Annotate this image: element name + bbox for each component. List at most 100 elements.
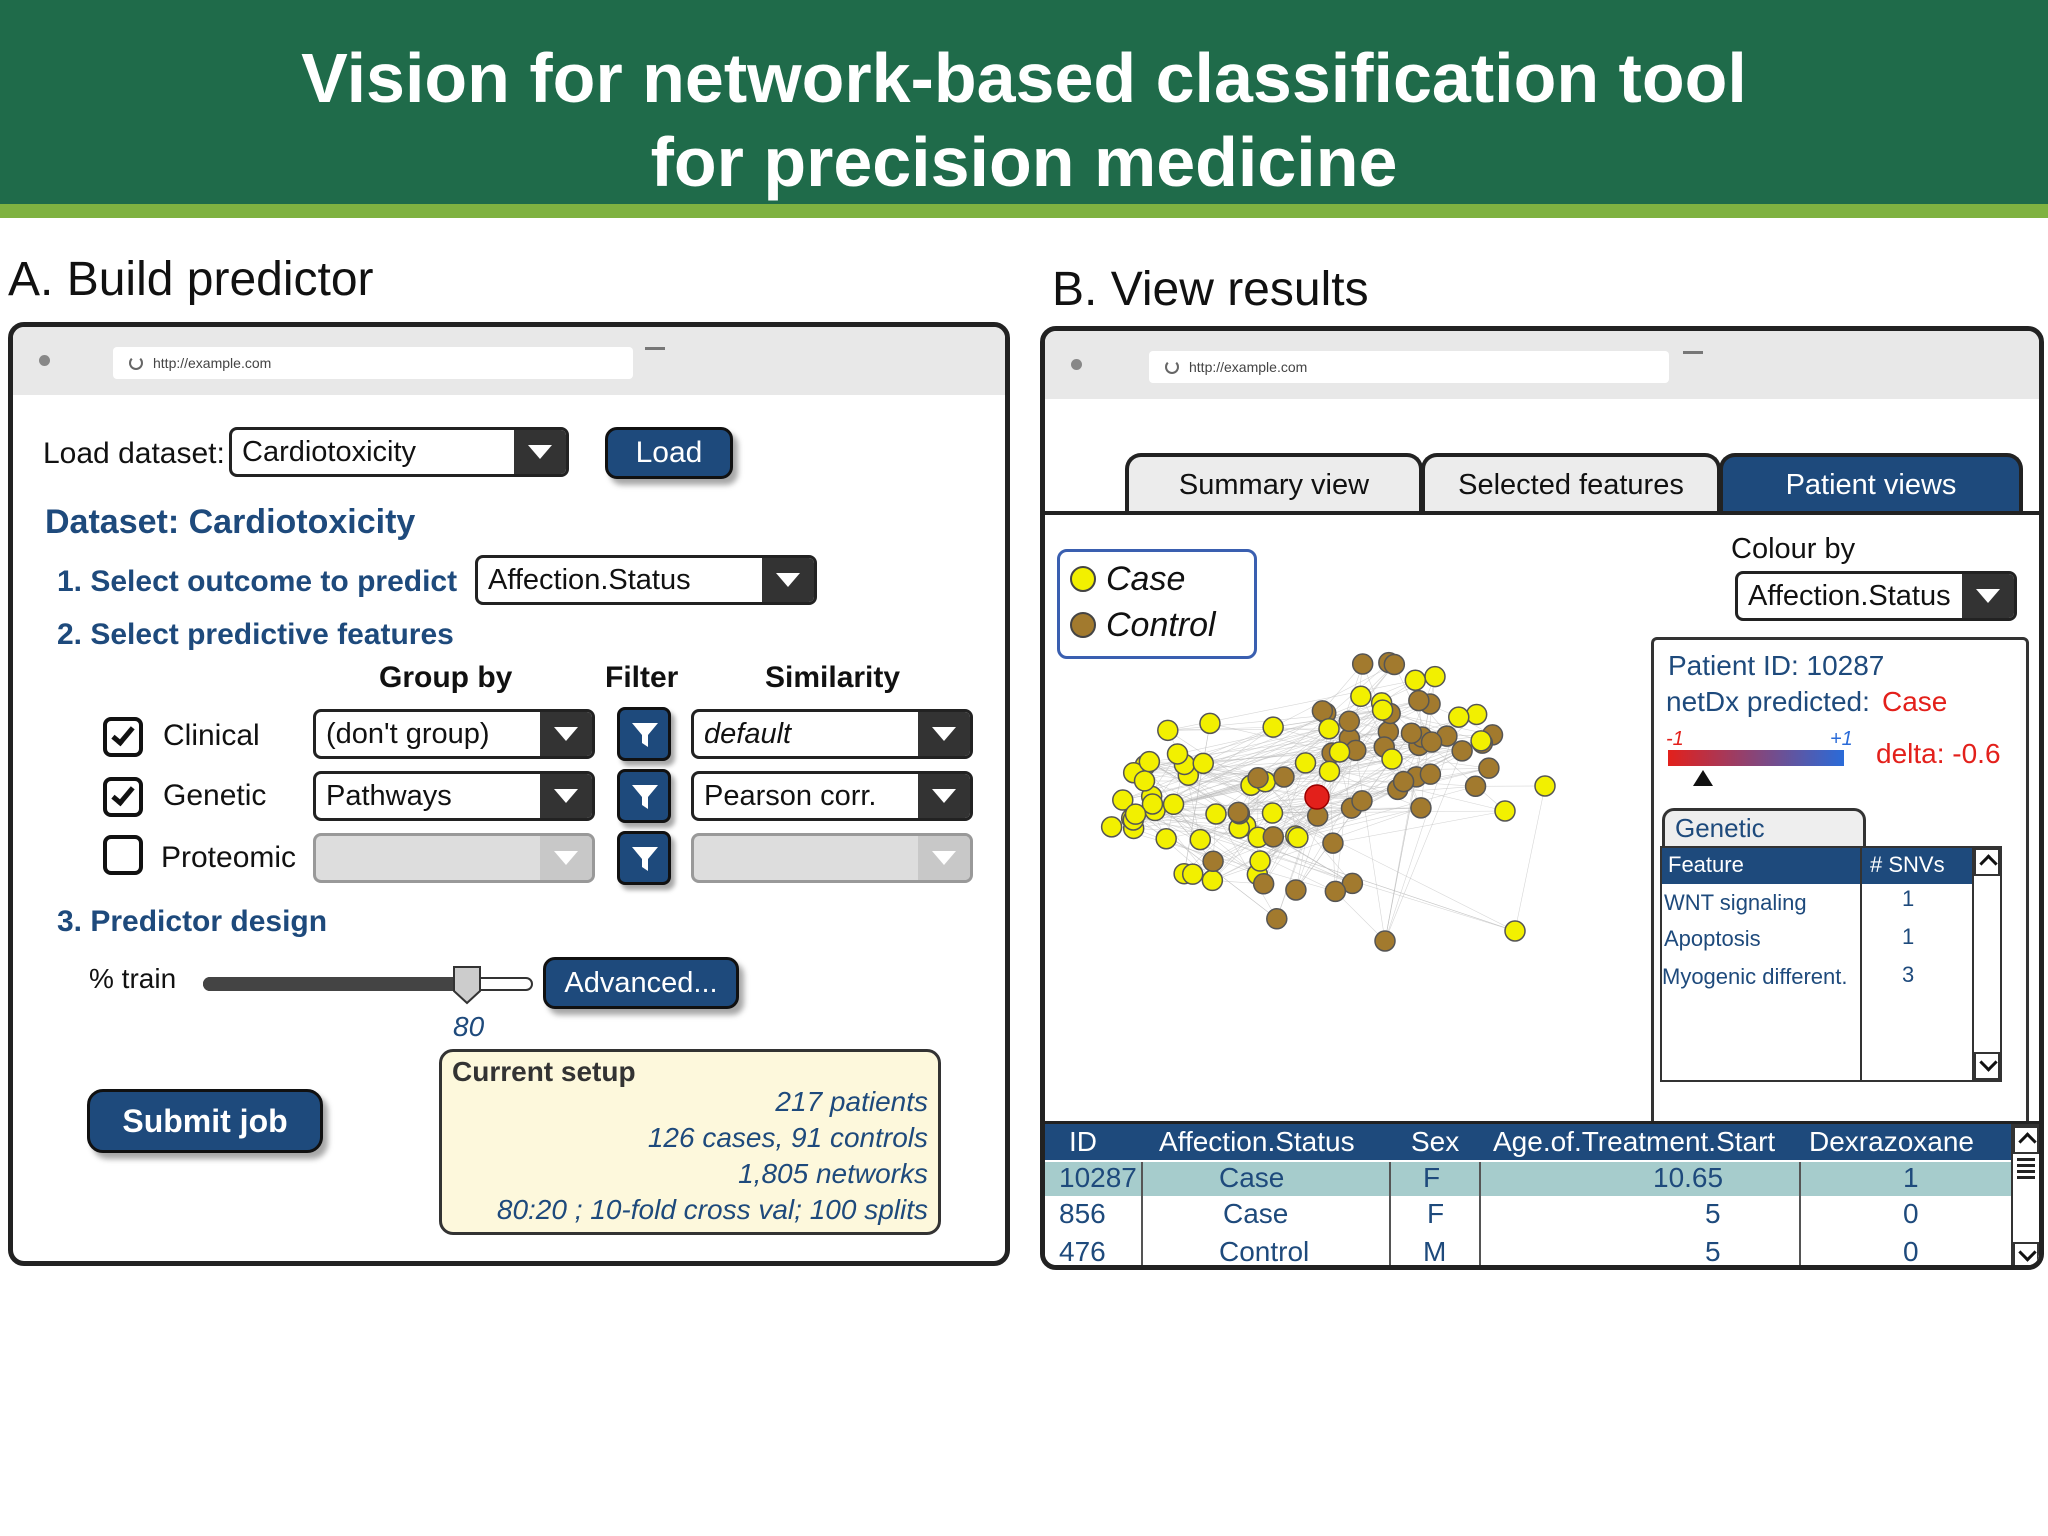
case-node[interactable] (1381, 748, 1403, 770)
control-node[interactable] (1324, 880, 1347, 903)
genetic-scrollbar[interactable] (1972, 846, 2002, 1082)
case-node[interactable] (1141, 793, 1164, 815)
genetic-similarity-select[interactable]: Pearson corr. (691, 771, 973, 821)
clinical-filter-button[interactable] (617, 707, 671, 761)
case-node[interactable] (1328, 741, 1351, 763)
patient-network[interactable] (1085, 611, 1615, 981)
dataset-select[interactable]: Cardiotoxicity (229, 427, 569, 477)
genetic-tab[interactable]: Genetic (1662, 808, 1866, 848)
case-node[interactable] (1192, 752, 1215, 775)
url-bar[interactable]: http://example.com (1149, 351, 1669, 383)
clinical-group-select[interactable]: (don't group) (313, 709, 595, 759)
url-bar[interactable]: http://example.com (113, 347, 633, 379)
case-node[interactable] (1166, 743, 1189, 765)
case-node[interactable] (1404, 669, 1427, 691)
case-node[interactable] (1424, 665, 1446, 688)
case-node[interactable] (1133, 770, 1156, 792)
control-node[interactable] (1419, 763, 1442, 785)
case-node[interactable] (1100, 816, 1123, 838)
case-node[interactable] (1465, 703, 1488, 726)
control-node[interactable] (1464, 775, 1487, 798)
case-node[interactable] (1189, 828, 1212, 851)
case-node[interactable] (1318, 760, 1341, 783)
genetic-filter-button[interactable] (617, 769, 671, 823)
control-node[interactable] (1322, 832, 1344, 854)
control-node[interactable] (1351, 653, 1374, 675)
tab-patient-views[interactable]: Patient views (1719, 453, 2023, 513)
control-node[interactable] (1383, 653, 1406, 676)
outcome-select[interactable]: Affection.Status (475, 555, 817, 605)
clinical-checkbox[interactable] (103, 717, 143, 757)
case-node[interactable] (1157, 719, 1179, 742)
control-node[interactable] (1392, 770, 1415, 793)
proteomic-group-select[interactable] (313, 833, 595, 883)
case-node[interactable] (1112, 789, 1134, 811)
proteomic-checkbox[interactable] (103, 835, 143, 875)
minimize-icon[interactable] (645, 347, 665, 350)
reload-icon[interactable] (129, 356, 143, 370)
case-node[interactable] (1534, 775, 1556, 797)
case-node[interactable] (1201, 869, 1224, 892)
control-node[interactable] (1410, 797, 1432, 819)
case-node[interactable] (1199, 712, 1221, 735)
control-node[interactable] (1273, 766, 1295, 788)
slide-title-line2: for precision medicine (650, 123, 1398, 201)
control-node[interactable] (1247, 767, 1269, 789)
genetic-checkbox[interactable] (103, 777, 143, 817)
case-node[interactable] (1350, 685, 1372, 708)
control-node[interactable] (1227, 801, 1250, 824)
minimize-icon[interactable] (1683, 351, 1703, 354)
case-node[interactable] (1494, 800, 1516, 822)
case-node[interactable] (1371, 699, 1394, 721)
case-node[interactable] (1294, 752, 1317, 774)
scroll-down-icon[interactable] (1974, 1052, 2000, 1080)
control-node[interactable] (1262, 826, 1285, 848)
case-node[interactable] (1470, 730, 1492, 752)
tab-summary-view[interactable]: Summary view (1125, 453, 1423, 513)
train-slider[interactable] (203, 966, 533, 1005)
submit-job-button[interactable]: Submit job (87, 1089, 323, 1153)
case-node[interactable] (1287, 826, 1309, 849)
control-node[interactable] (1285, 879, 1307, 901)
load-button[interactable]: Load (605, 427, 733, 479)
reload-icon[interactable] (1165, 360, 1179, 374)
scroll-thumb[interactable] (2017, 1158, 2035, 1182)
control-node[interactable] (1408, 689, 1430, 712)
control-node[interactable] (1266, 908, 1288, 930)
proteomic-similarity-select[interactable] (691, 833, 973, 883)
case-node[interactable] (1155, 827, 1177, 850)
scroll-up-icon[interactable] (2013, 1126, 2039, 1154)
case-node[interactable] (1262, 716, 1284, 738)
case-node[interactable] (1504, 920, 1526, 942)
proteomic-filter-button[interactable] (617, 831, 671, 885)
advanced-button[interactable]: Advanced... (543, 957, 739, 1009)
genetic-group-select[interactable]: Pathways (313, 771, 595, 821)
selected-patient-node[interactable] (1304, 784, 1330, 810)
colour-by-select[interactable]: Affection.Status (1735, 571, 2017, 621)
tab-selected-features[interactable]: Selected features (1421, 453, 1721, 513)
case-node[interactable] (1162, 793, 1185, 816)
patient-table-scrollbar[interactable] (2011, 1124, 2039, 1265)
control-node[interactable] (1420, 731, 1443, 753)
control-node[interactable] (1338, 710, 1361, 733)
control-node[interactable] (1374, 930, 1396, 952)
control-node[interactable] (1400, 722, 1423, 744)
clinical-similarity-select[interactable]: default (691, 709, 973, 759)
case-node[interactable] (1261, 802, 1284, 824)
case-node[interactable] (1318, 718, 1340, 740)
scroll-down-icon[interactable] (2013, 1242, 2039, 1265)
control-node[interactable] (1202, 850, 1224, 873)
control-node[interactable] (1351, 790, 1373, 812)
case-node[interactable] (1124, 803, 1147, 825)
slider-thumb[interactable] (452, 965, 482, 1005)
case-node[interactable] (1249, 850, 1271, 872)
case-node[interactable] (1448, 706, 1470, 728)
case-node[interactable] (1205, 803, 1227, 825)
scroll-up-icon[interactable] (1974, 848, 2000, 876)
control-node[interactable] (1451, 740, 1473, 762)
control-node[interactable] (1311, 700, 1334, 722)
control-node[interactable] (1478, 757, 1500, 779)
control-node[interactable] (1252, 873, 1275, 895)
case-node[interactable] (1138, 750, 1161, 773)
case-node[interactable] (1181, 863, 1204, 885)
